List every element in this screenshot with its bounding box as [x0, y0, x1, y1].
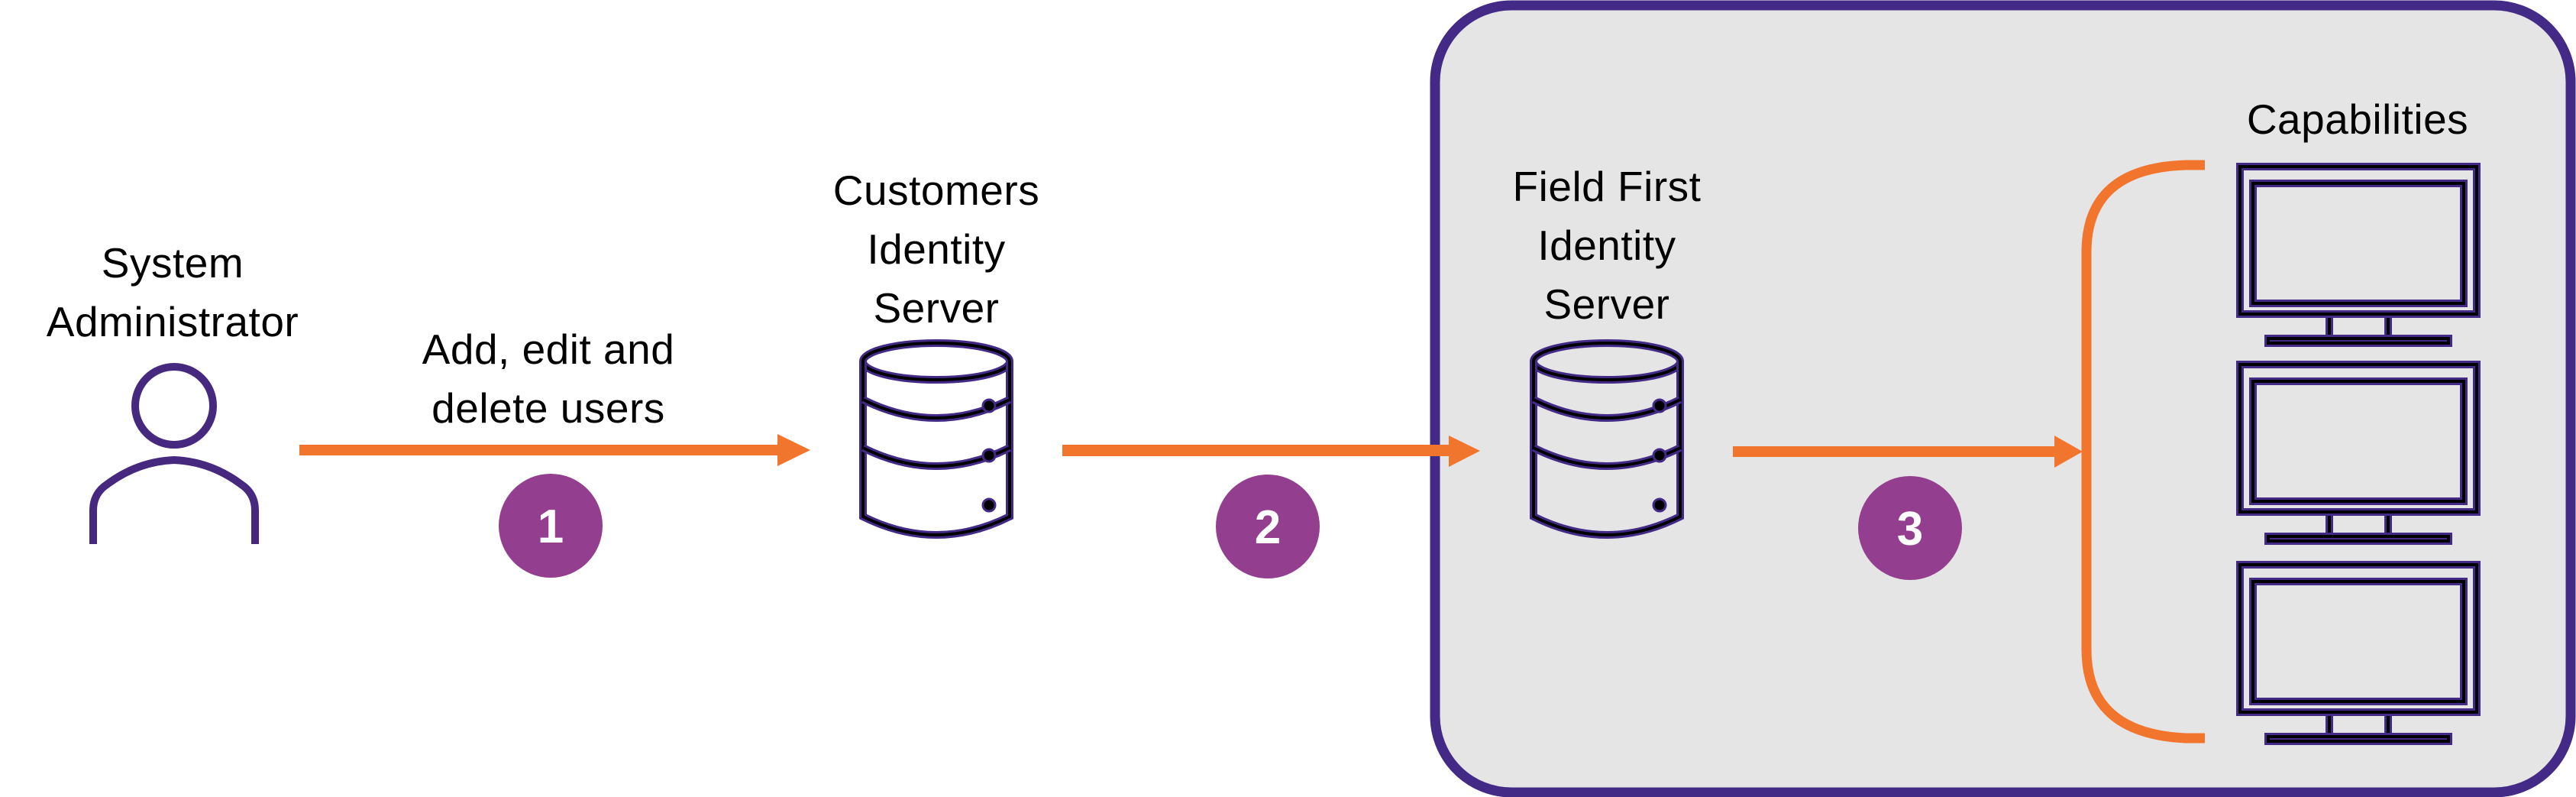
database-body	[1530, 361, 1684, 539]
step-badge-3-number: 3	[1897, 503, 1923, 556]
arrow-admin-to-customer-server	[299, 434, 810, 466]
admin-label: System Administrator	[47, 234, 299, 352]
database-indicator-dot	[1652, 398, 1667, 413]
arrow-fieldfirst-to-capabilities	[1733, 436, 2083, 468]
field-first-boundary	[1430, 0, 2576, 797]
monitor-icon	[2236, 561, 2481, 745]
arrow-customer-to-fieldfirst-server	[1062, 436, 1480, 467]
admin-label-line-2: Administrator	[46, 298, 299, 345]
customer-server-label-line-3: Server	[873, 284, 1000, 332]
monitor-base	[2264, 733, 2452, 745]
customer-server-label: Customers Identity Server	[833, 161, 1039, 338]
monitor-icon	[2236, 361, 2481, 545]
monitor-outer-frame	[2236, 361, 2481, 516]
database-indicator-dot	[981, 398, 997, 413]
monitor-base	[2264, 335, 2452, 347]
step-badge-2-number: 2	[1255, 501, 1281, 554]
database-indicator-dot	[1652, 497, 1667, 513]
capabilities-label: Capabilities	[2247, 90, 2468, 149]
monitor-outer-frame	[2236, 561, 2481, 716]
monitor-screen	[2249, 578, 2468, 705]
database-indicator-dot	[1652, 448, 1667, 463]
database-indicator-dot	[981, 448, 997, 463]
monitor-base	[2264, 533, 2452, 545]
customer-server-database-icon	[859, 339, 1013, 539]
fieldfirst-server-label-line-1: Field First	[1512, 163, 1702, 210]
database-top	[859, 339, 1013, 384]
edge-1-label-line-2: delete users	[431, 384, 665, 432]
database-body	[859, 361, 1013, 539]
capabilities-bracket	[2081, 160, 2205, 744]
step-badge-3: 3	[1858, 476, 1962, 580]
customer-server-label-line-1: Customers	[832, 167, 1040, 214]
fieldfirst-server-label-line-3: Server	[1543, 280, 1670, 328]
person-icon	[89, 363, 259, 544]
edge-1-label-line-1: Add, edit and	[422, 326, 675, 373]
database-indicator-dot	[981, 497, 997, 513]
monitor-screen	[2249, 180, 2468, 307]
customer-server-label-line-2: Identity	[867, 225, 1006, 273]
fieldfirst-server-database-icon	[1530, 339, 1684, 539]
monitor-icon	[2236, 163, 2481, 347]
capabilities-label-text: Capabilities	[2246, 96, 2469, 143]
monitor-outer-frame	[2236, 163, 2481, 318]
fieldfirst-server-label-line-2: Identity	[1537, 222, 1676, 269]
edge-1-label: Add, edit and delete users	[422, 320, 675, 438]
step-badge-1: 1	[499, 474, 603, 578]
step-badge-2: 2	[1216, 475, 1320, 578]
fieldfirst-server-label: Field First Identity Server	[1513, 157, 1702, 334]
monitor-screen	[2249, 377, 2468, 505]
admin-label-line-1: System	[101, 239, 244, 287]
step-badge-1-number: 1	[538, 501, 564, 553]
